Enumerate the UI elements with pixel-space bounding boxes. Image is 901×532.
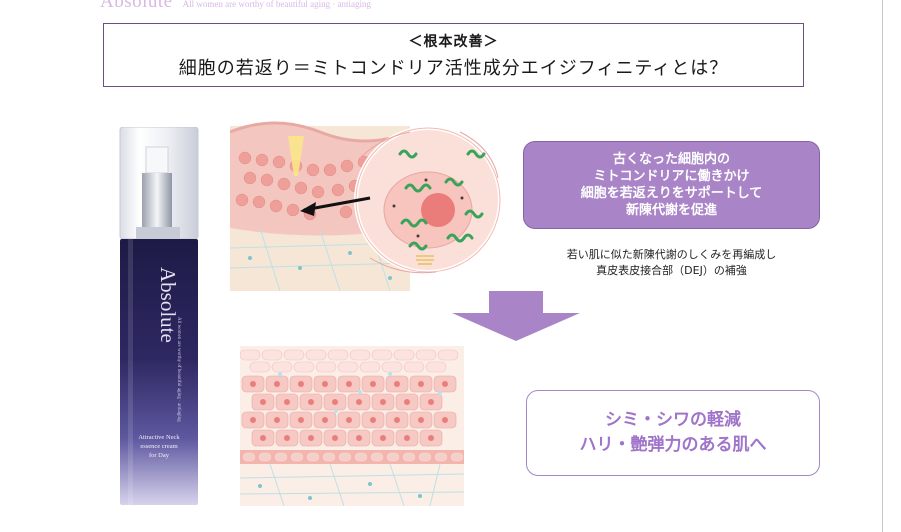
page-title: 細胞の若返り＝ミトコンドリア活性成分エイジフィニティとは？	[178, 58, 729, 79]
dej-description: 若い肌に似た新陳代謝のしくみを再編成し 真皮表皮接合部（DEJ）の補強	[520, 247, 823, 279]
bottle-line-3: for Day	[149, 452, 170, 459]
callout-line-1: 古くなった細胞内の	[612, 152, 730, 167]
callout-line-3: 細胞を若返えりをサポートして	[580, 186, 763, 201]
bottle-spine-text: All women are worthy of beautiful aging …	[176, 317, 181, 422]
bottle-line-2: essence cream	[140, 443, 177, 450]
result-line-2: ハリ・艶弾力のある肌へ	[579, 435, 767, 455]
product-bottle-image: Absolute All women are worthy of beautif…	[118, 127, 200, 510]
page-edge-divider	[882, 0, 883, 532]
description-line-2: 真皮表皮接合部（DEJ）の補強	[596, 264, 747, 277]
bottle-brand-text: Absolute	[156, 267, 180, 343]
aged-skin-cell-illustration	[229, 118, 512, 293]
left-arrow-icon	[300, 202, 316, 216]
cut-off-header: Absolute All women are worthy of beautif…	[100, 0, 371, 13]
mitochondria-callout: 古くなった細胞内の ミトコンドリアに働きかけ 細胞を若返えりをサポートして 新陳…	[523, 141, 820, 229]
title-label: ＜根本改善＞	[408, 34, 499, 50]
header-logo: Absolute	[100, 0, 173, 12]
title-box: ＜根本改善＞ 細胞の若返り＝ミトコンドリア活性成分エイジフィニティとは？	[103, 23, 804, 87]
bottle-line-1: Attractive Neck	[138, 434, 180, 441]
down-arrow-icon	[452, 291, 580, 341]
callout-line-2: ミトコンドリアに働きかけ	[593, 169, 750, 184]
callout-line-4: 新陳代謝を促進	[625, 203, 717, 218]
header-tagline: All women are worthy of beautiful aging …	[182, 0, 372, 9]
result-box: シミ・シワの軽減 ハリ・艶弾力のある肌へ	[526, 390, 820, 476]
rejuvenated-skin-illustration	[239, 346, 465, 507]
result-line-1: シミ・シワの軽減	[605, 410, 741, 430]
description-line-1: 若い肌に似た新陳代謝のしくみを再編成し	[566, 248, 777, 261]
